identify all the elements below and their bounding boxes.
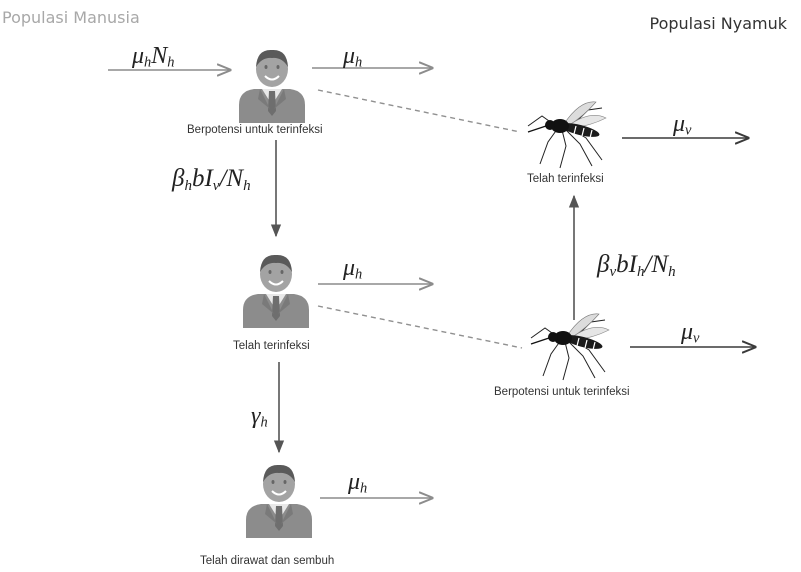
- caption-human-recovered: Telah dirawat dan sembuh: [200, 555, 334, 567]
- mosquito-susceptible-icon: [531, 314, 609, 380]
- contact-line-infected-human: [318, 306, 522, 348]
- caption-mosquito-susceptible: Berpotensi untuk terinfeksi: [494, 386, 630, 398]
- person-infected-icon: [243, 255, 309, 328]
- contact-line-susceptible-human: [318, 90, 520, 132]
- rate-recovery: γh: [251, 404, 268, 430]
- person-recovered-icon: [246, 465, 312, 538]
- caption-human-susceptible: Berpotensi untuk terinfeksi: [187, 124, 323, 136]
- rate-death-mosquito-infected: μv: [673, 112, 691, 138]
- rate-infection-mosquito: βvbIh/Nh: [597, 252, 676, 280]
- rate-death-human-infected: μh: [343, 256, 362, 282]
- caption-human-infected: Telah terinfeksi: [233, 340, 310, 352]
- rate-death-mosquito-susceptible: μv: [681, 320, 699, 346]
- rate-recruitment: μhNh: [132, 44, 174, 70]
- caption-mosquito-infected: Telah terinfeksi: [527, 173, 604, 185]
- rate-death-human-recovered: μh: [348, 470, 367, 496]
- person-susceptible-icon: [239, 50, 305, 123]
- mosquito-infected-icon: [528, 102, 606, 168]
- rate-infection-human: βhbIv/Nh: [172, 166, 251, 194]
- rate-death-human-susceptible: μh: [343, 44, 362, 70]
